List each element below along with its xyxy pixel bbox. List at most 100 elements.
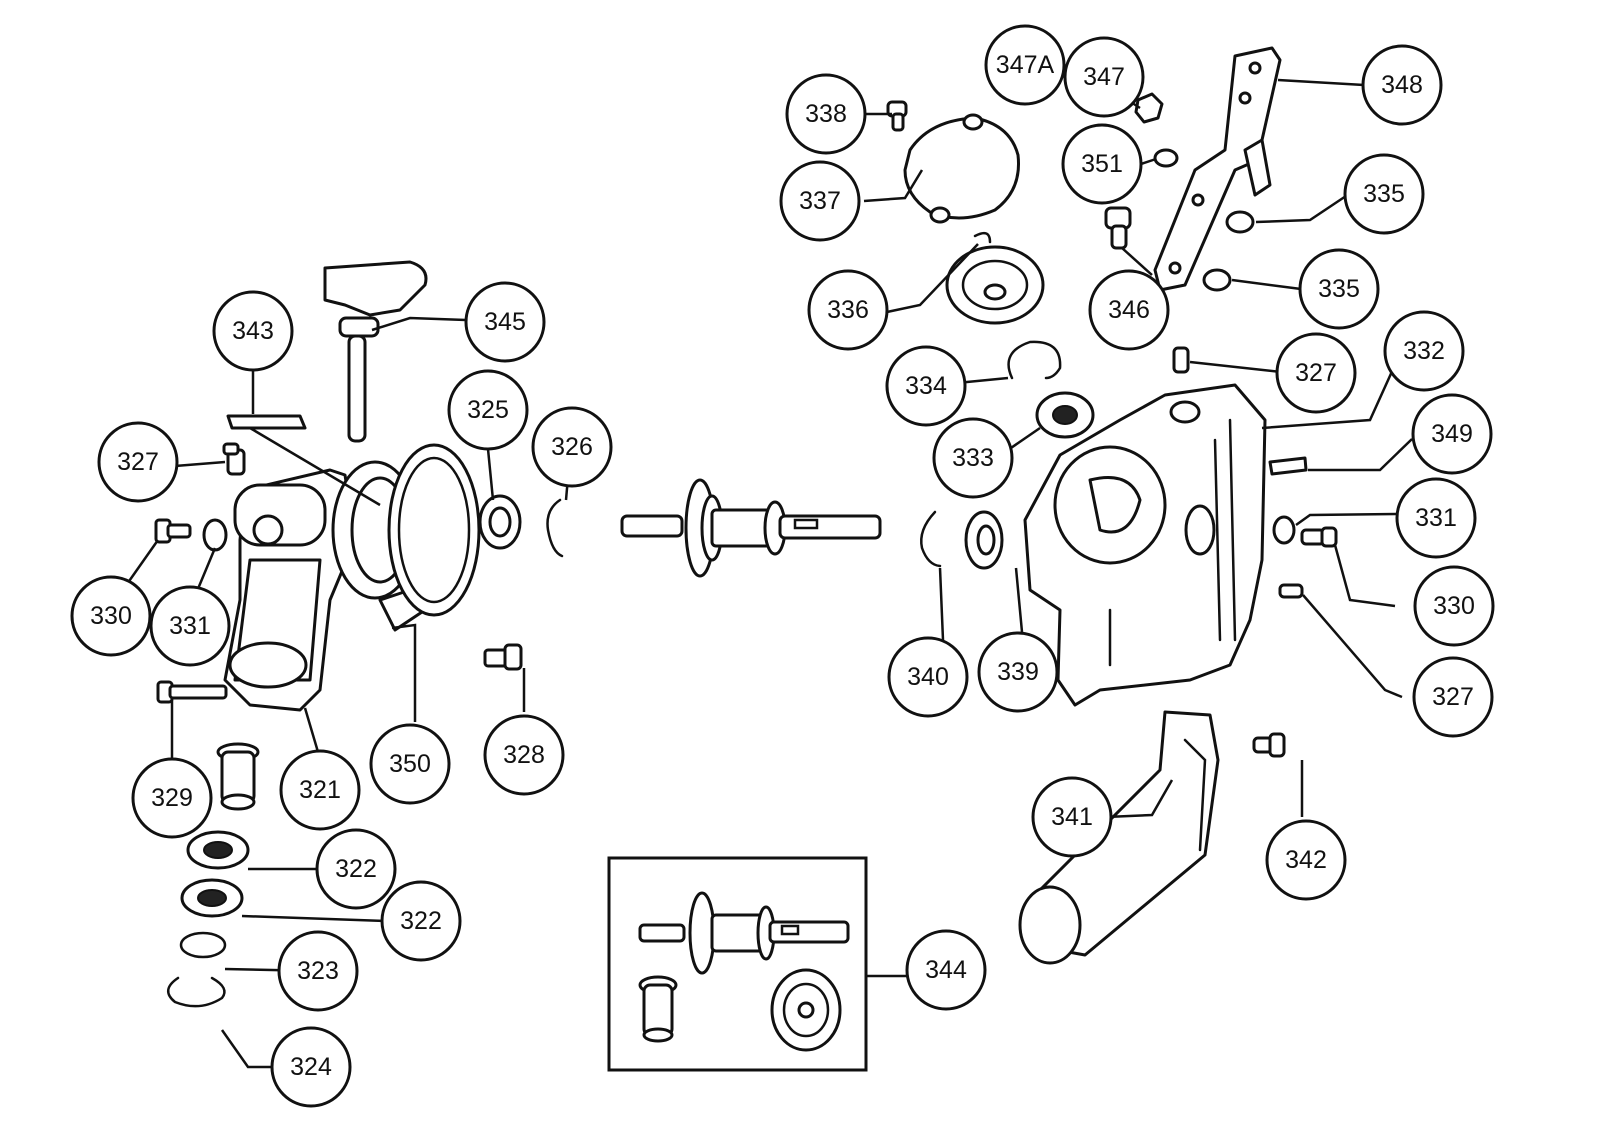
- seal-plate: [945, 245, 1045, 325]
- callout-348[interactable]: 348: [1361, 44, 1443, 126]
- callout-340[interactable]: 340: [887, 636, 969, 718]
- callout-350[interactable]: 350: [369, 723, 451, 805]
- svg-text:331: 331: [169, 612, 211, 640]
- ring-340: [920, 510, 942, 568]
- callout-325[interactable]: 325: [447, 369, 529, 451]
- clip-336: [973, 231, 992, 244]
- svg-text:322: 322: [335, 855, 377, 883]
- callout-330-right[interactable]: 330: [1413, 565, 1495, 647]
- circlip-334: [1007, 340, 1062, 380]
- bolt-329: [156, 680, 228, 704]
- callout-324[interactable]: 324: [270, 1026, 352, 1108]
- callout-344[interactable]: 344: [905, 929, 987, 1011]
- kit-inset-box-344: [607, 856, 868, 1072]
- callout-327-left[interactable]: 327: [97, 421, 179, 503]
- gear-housing-321: [223, 468, 357, 712]
- callout-351[interactable]: 351: [1061, 123, 1143, 205]
- svg-text:331: 331: [1415, 504, 1457, 532]
- svg-text:330: 330: [90, 602, 132, 630]
- callout-347[interactable]: 347: [1063, 36, 1145, 118]
- grease-fitting-327-left: [222, 442, 246, 476]
- svg-text:346: 346: [1108, 296, 1150, 324]
- callout-327-lower-right[interactable]: 327: [1412, 656, 1494, 738]
- kit-shaft-344: [638, 891, 850, 975]
- kit-bushing-344: [638, 975, 678, 1043]
- callout-349[interactable]: 349: [1411, 393, 1493, 475]
- svg-text:336: 336: [827, 296, 869, 324]
- svg-text:325: 325: [467, 396, 509, 424]
- cover-337: [903, 113, 1021, 224]
- callout-339[interactable]: 339: [977, 631, 1059, 713]
- callout-326[interactable]: 326: [531, 406, 613, 488]
- washer-351: [1153, 148, 1179, 168]
- kit-seal-plate-344: [770, 968, 842, 1052]
- label-349: [1268, 456, 1308, 476]
- callout-336[interactable]: 336: [807, 269, 889, 351]
- callout-322-upper[interactable]: 322: [315, 828, 397, 910]
- callout-347a[interactable]: 347A: [984, 24, 1066, 106]
- gear-case-332: [1023, 383, 1267, 707]
- svg-text:347: 347: [1083, 63, 1125, 91]
- bolt-330-right: [1300, 526, 1338, 548]
- svg-text:337: 337: [799, 187, 841, 215]
- callout-322-lower[interactable]: 322: [380, 880, 462, 962]
- circlip-324: [167, 976, 226, 1008]
- bolt-330-left: [154, 518, 192, 544]
- svg-text:342: 342: [1285, 846, 1327, 874]
- screw-328: [483, 643, 523, 671]
- bearing-325: [478, 494, 522, 550]
- callout-323[interactable]: 323: [277, 930, 359, 1012]
- screw-342: [1252, 732, 1286, 758]
- svg-text:351: 351: [1081, 150, 1123, 178]
- svg-text:341: 341: [1051, 803, 1093, 831]
- callout-337[interactable]: 337: [779, 160, 861, 242]
- svg-text:335: 335: [1363, 180, 1405, 208]
- svg-text:348: 348: [1381, 71, 1423, 99]
- callout-335-lower[interactable]: 335: [1298, 248, 1380, 330]
- svg-text:333: 333: [952, 444, 994, 472]
- callout-345[interactable]: 345: [464, 281, 546, 363]
- bearing-339: [964, 510, 1004, 570]
- callout-341[interactable]: 341: [1031, 776, 1113, 858]
- bearing-322-upper: [186, 830, 250, 870]
- svg-text:339: 339: [997, 658, 1039, 686]
- svg-text:322: 322: [400, 907, 442, 935]
- svg-text:332: 332: [1403, 337, 1445, 365]
- spindle-shaft: [620, 478, 882, 578]
- callout-335-upper[interactable]: 335: [1343, 153, 1425, 235]
- callout-331-right[interactable]: 331: [1395, 477, 1477, 559]
- svg-text:340: 340: [907, 663, 949, 691]
- svg-text:329: 329: [151, 784, 193, 812]
- callout-346[interactable]: 346: [1088, 269, 1170, 351]
- svg-text:345: 345: [484, 308, 526, 336]
- callout-331-left[interactable]: 331: [149, 585, 231, 667]
- callout-327-upper-right[interactable]: 327: [1275, 332, 1357, 414]
- bolt-346: [1104, 206, 1132, 250]
- knob-part-345: [323, 260, 428, 443]
- nut-347: [1134, 92, 1164, 124]
- callout-321[interactable]: 321: [279, 749, 361, 831]
- callout-328[interactable]: 328: [483, 714, 565, 796]
- callout-330-left[interactable]: 330: [70, 575, 152, 657]
- callout-333[interactable]: 333: [932, 417, 1014, 499]
- washer-331-right: [1272, 515, 1296, 545]
- svg-text:327: 327: [1295, 359, 1337, 387]
- svg-text:330: 330: [1433, 592, 1475, 620]
- svg-text:344: 344: [925, 956, 967, 984]
- callout-332[interactable]: 332: [1383, 310, 1465, 392]
- svg-text:321: 321: [299, 776, 341, 804]
- callout-334[interactable]: 334: [885, 345, 967, 427]
- svg-text:335: 335: [1318, 275, 1360, 303]
- callout-343[interactable]: 343: [212, 290, 294, 372]
- handle-grip-341: [1018, 710, 1220, 965]
- screw-338: [886, 100, 908, 132]
- label-part-343: [226, 414, 307, 430]
- grease-fitting-327-lower-right: [1278, 583, 1304, 599]
- callout-338[interactable]: 338: [785, 73, 867, 155]
- bushing-near-329: [216, 742, 260, 811]
- ring-323: [179, 931, 227, 959]
- callout-329[interactable]: 329: [131, 757, 213, 839]
- svg-text:328: 328: [503, 741, 545, 769]
- callout-342[interactable]: 342: [1265, 819, 1347, 901]
